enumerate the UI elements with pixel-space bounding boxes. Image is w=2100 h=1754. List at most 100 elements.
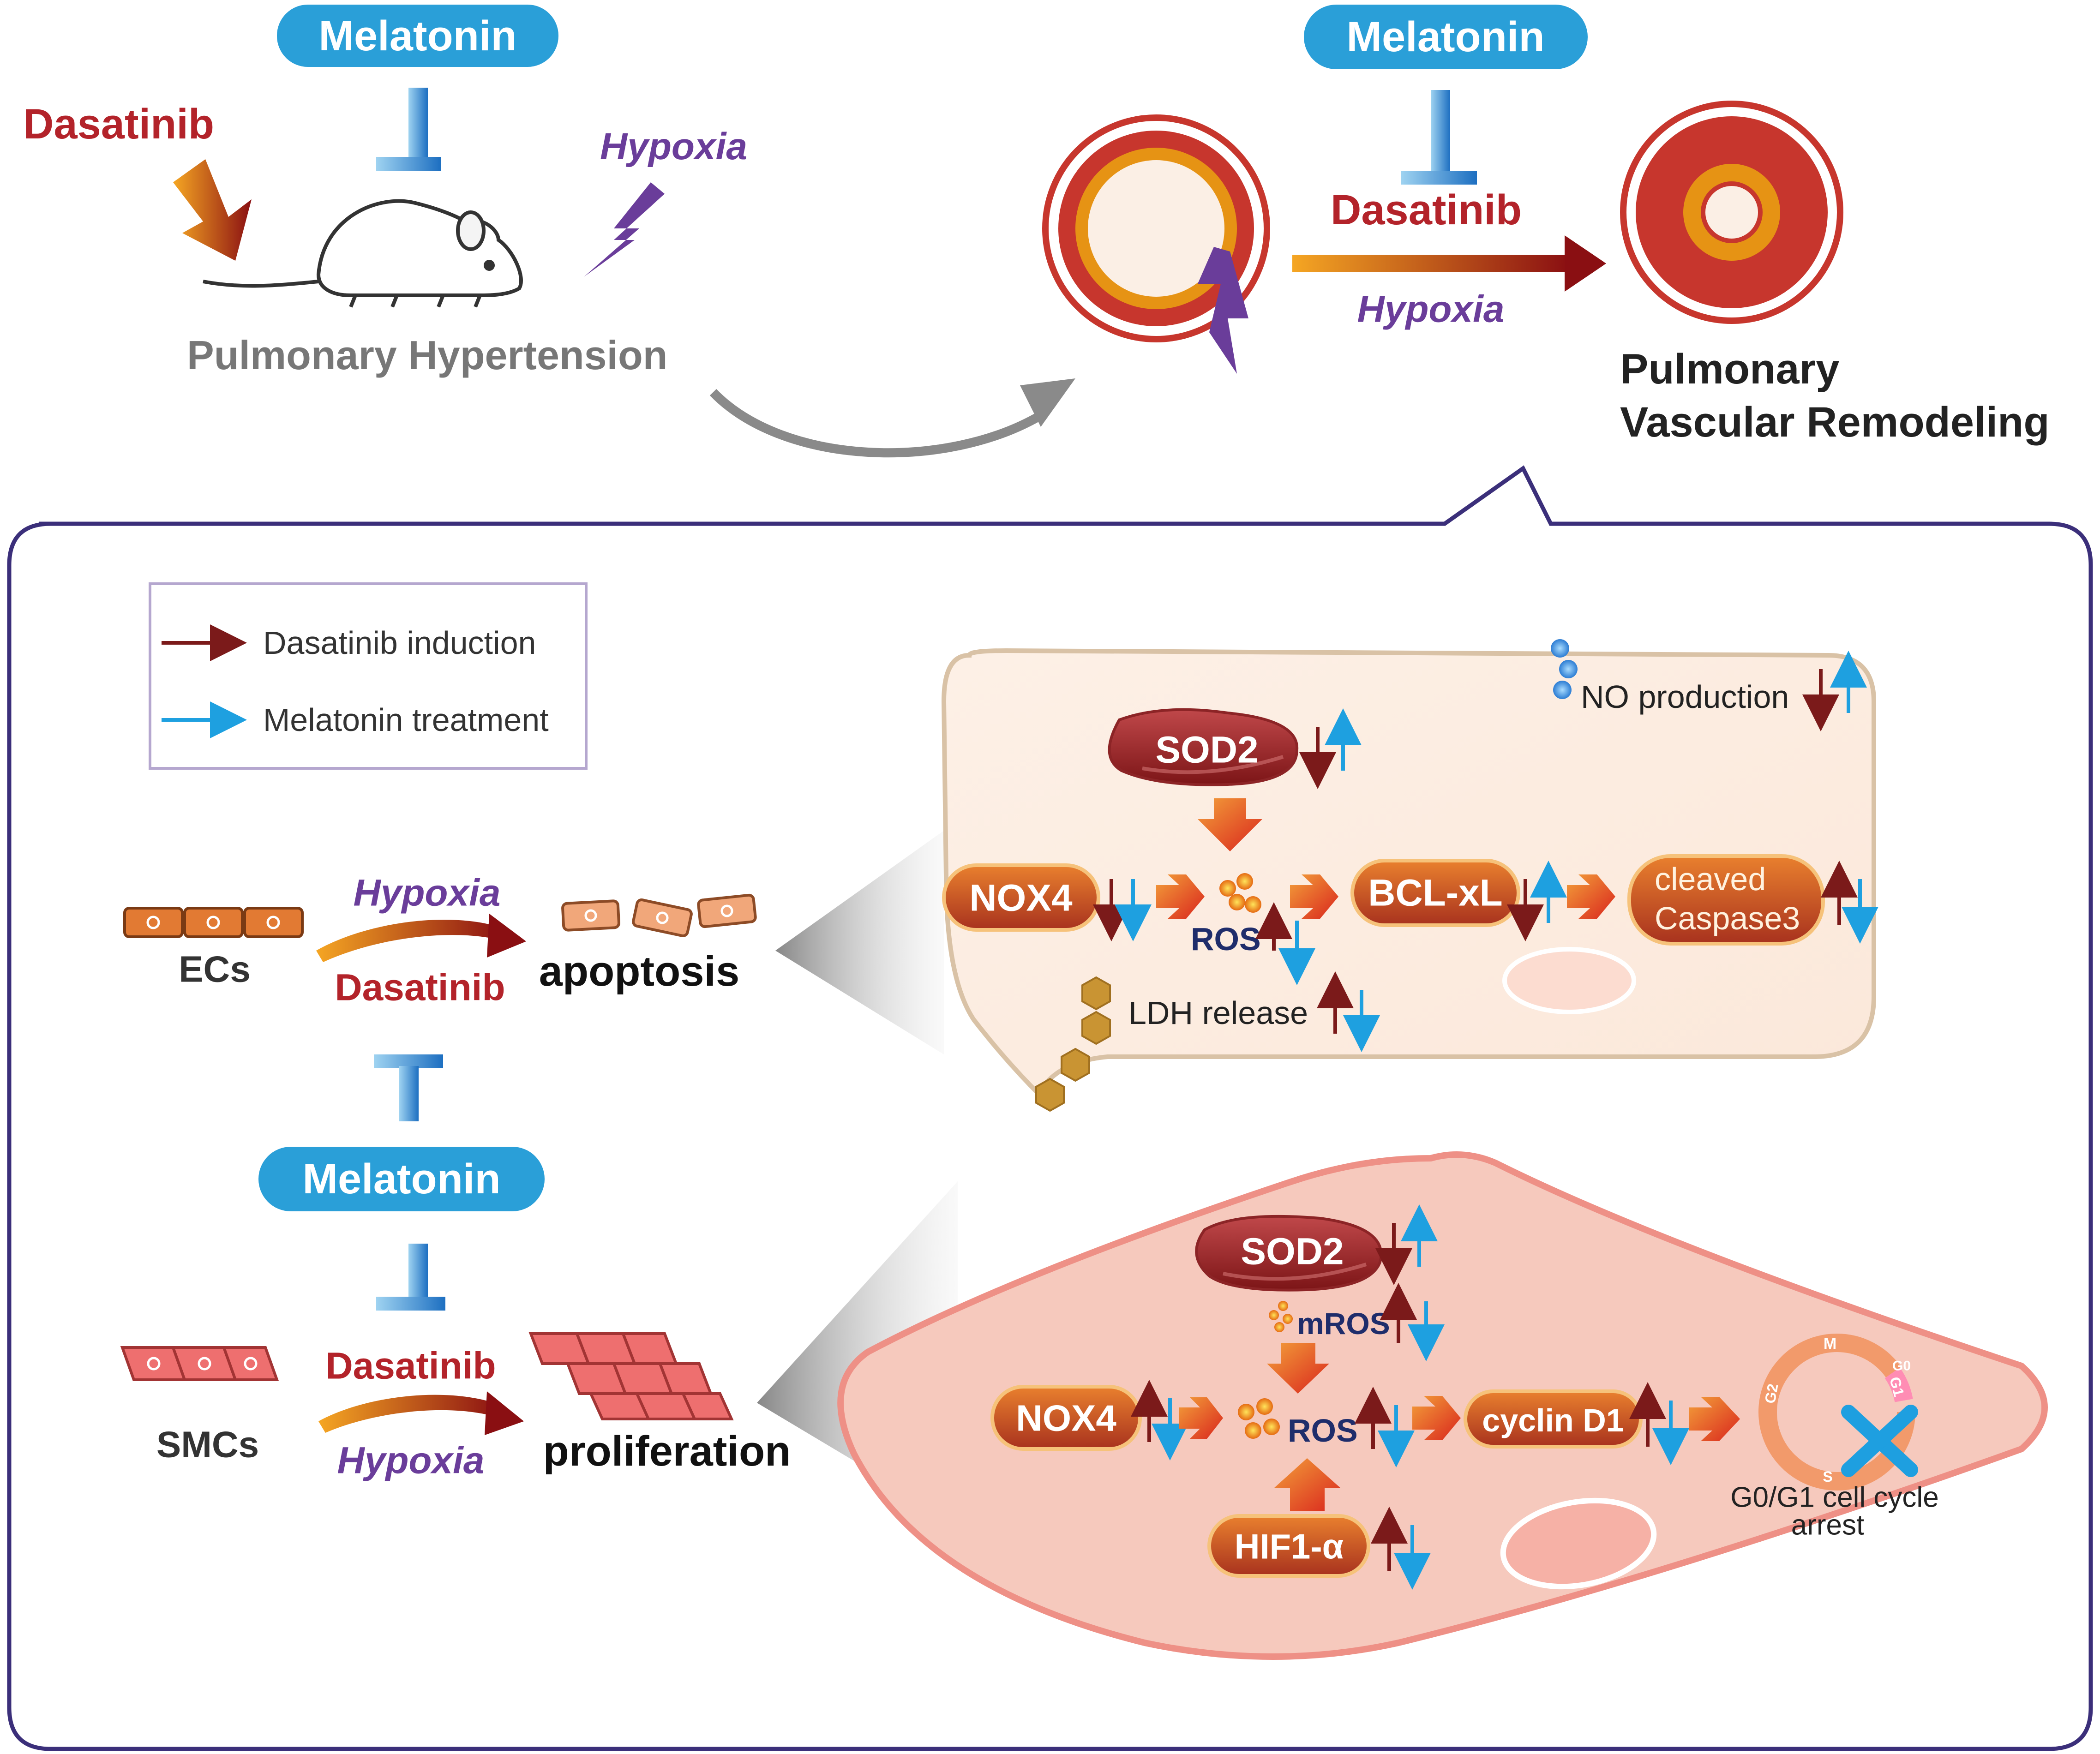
smc-nox4-label: NOX4 — [1016, 1398, 1116, 1439]
smc-mros-to-ros-arrow — [1267, 1343, 1329, 1394]
smc-cyclin-pill: cyclin D1 — [1464, 1389, 1643, 1449]
smc-ros-to-cyclin-arrow — [1412, 1396, 1461, 1440]
smc-outcome-label: proliferation — [543, 1428, 791, 1475]
smc-hif-to-ros-arrow — [1274, 1458, 1341, 1511]
melatonin-badge-middle: Melatonin — [258, 1147, 545, 1211]
smc-cells-label: SMCs — [156, 1424, 259, 1465]
smc-curved-arrow — [318, 1391, 524, 1435]
proliferating-cells-icon — [528, 1332, 734, 1420]
dasatinib-arrow-icon — [173, 159, 252, 261]
apoptotic-cells-icon — [561, 893, 757, 937]
smc-cells-icon — [120, 1346, 279, 1381]
remodel-arrow — [1292, 235, 1606, 292]
smc-sod2-label: SOD2 — [1241, 1231, 1344, 1273]
ec-casp-arrows — [1821, 861, 1878, 944]
smc-nox4-pill: NOX4 — [990, 1385, 1142, 1451]
ec-cell-detail: NO production SOD2 NOX4 — [941, 639, 1878, 1112]
ec-row: ECs Hypoxia Dasatinib apoptosis — [123, 872, 757, 1009]
ec-nox4-pill: NOX4 — [942, 863, 1100, 932]
remodel-title-line2: Vascular Remodeling — [1620, 399, 2050, 446]
arrest-x-icon — [1841, 1405, 1918, 1477]
ec-nox4-label: NOX4 — [969, 877, 1073, 919]
ec-cells-icon — [123, 907, 304, 938]
main-panel-frame — [7, 465, 2093, 1751]
cycle-m-label: M — [1824, 1335, 1836, 1353]
pulmonary-hypertension-label: Pulmonary Hypertension — [187, 332, 668, 378]
ec-bcl-arrows — [1507, 861, 1567, 941]
ec-bcl-to-casp-arrow — [1567, 874, 1615, 919]
smc-row: Melatonin SMCs Dasatinib Hypoxia — [120, 1147, 791, 1482]
melatonin-label: Melatonin — [1346, 13, 1544, 60]
ec-casp-line1: cleaved — [1655, 861, 1766, 897]
smc-cell-detail: SOD2 mROS NOX4 — [837, 1151, 2048, 1660]
legend: Dasatinib induction Melatonin treatment — [149, 582, 588, 770]
ec-bcl-label: BCL-xL — [1368, 872, 1503, 914]
smc-sod2-mitochondrion: SOD2 — [1195, 1215, 1383, 1292]
smc-cyclin-to-cycle-arrow — [1689, 1397, 1740, 1441]
ec-ldh-arrows — [1317, 971, 1380, 1052]
smc-nucleus — [1500, 1497, 1657, 1590]
dasatinib-label: Dasatinib — [23, 101, 214, 148]
no-molecules-icon — [1551, 639, 1578, 699]
ec-ros-particles-icon — [1219, 873, 1261, 913]
smc-cyclin-label: cyclin D1 — [1482, 1402, 1624, 1438]
ec-nox4-arrows — [1093, 879, 1152, 941]
smc-ros-particles-icon — [1238, 1398, 1280, 1439]
melatonin-badge-top-right: Melatonin — [1304, 5, 1588, 69]
ec-nucleus — [1502, 947, 1636, 1014]
ec-sod2-to-ros-arrow — [1198, 798, 1262, 851]
ec-ros-label: ROS — [1191, 921, 1261, 957]
remodel-title-line1: Pulmonary — [1620, 346, 1839, 393]
ec-sod2-label: SOD2 — [1155, 729, 1258, 771]
ec-hypoxia-label: Hypoxia — [354, 872, 501, 914]
smc-arrest-line1: G0/G1 cell cycle — [1730, 1482, 1938, 1514]
inhibit-t-lower — [376, 1244, 445, 1311]
ec-outcome-label: apoptosis — [539, 948, 739, 995]
ec-cells-label: ECs — [179, 949, 251, 990]
inhibit-t-middle — [374, 1054, 443, 1121]
top-right-panel: Melatonin Dasatinib Hypoxia Pulmonary Va… — [1042, 5, 2050, 446]
smc-hif-arrows — [1371, 1507, 1431, 1590]
ec-nox4-to-ros-arrow — [1156, 874, 1205, 919]
ec-bcl-pill: BCL-xL — [1350, 859, 1520, 927]
ec-no-arrows — [1802, 651, 1867, 731]
melatonin-label: Melatonin — [318, 12, 516, 60]
smc-sod2-arrows — [1375, 1204, 1438, 1285]
smc-hif-pill: HIF1-α — [1207, 1514, 1370, 1578]
cycle-g2-label: G2 — [1762, 1383, 1782, 1405]
ec-ldh-label: LDH release — [1128, 995, 1308, 1031]
ec-sod2-mitochondrion: SOD2 — [1108, 708, 1299, 786]
hypoxia-label: Hypoxia — [1357, 288, 1505, 330]
smc-nox4-arrows — [1131, 1380, 1188, 1461]
smc-nox4-to-ros-arrow — [1179, 1397, 1223, 1439]
ec-dasatinib-label: Dasatinib — [335, 967, 505, 1009]
ec-ros-to-bcl-arrow — [1290, 874, 1338, 919]
inhibit-t-top-left — [376, 88, 441, 171]
ec-curved-arrow — [316, 914, 526, 962]
smc-mros-label: mROS — [1297, 1306, 1390, 1341]
smc-arrest-line2: arrest — [1791, 1509, 1864, 1541]
smc-dasatinib-label: Dasatinib — [325, 1345, 496, 1387]
curved-transition-arrow — [709, 378, 1075, 458]
ldh-molecules-icon — [1035, 976, 1111, 1112]
cycle-s-label: S — [1823, 1468, 1832, 1485]
remodeled-vessel — [1620, 101, 1843, 324]
hypoxia-label: Hypoxia — [600, 126, 747, 168]
mros-particles-icon — [1269, 1301, 1293, 1332]
ec-ros-arrows — [1255, 902, 1315, 985]
smc-hypoxia-label: Hypoxia — [337, 1440, 485, 1482]
ec-no-label: NO production — [1581, 679, 1789, 715]
smc-ros-label: ROS — [1288, 1413, 1358, 1449]
cycle-g0-label: G0 — [1892, 1359, 1911, 1374]
ec-caspase-pill: cleaved Caspase3 — [1627, 854, 1825, 946]
ec-zoom-shade — [775, 831, 944, 1054]
mouse-icon — [203, 199, 523, 308]
smc-cyclin-arrows — [1629, 1382, 1689, 1465]
melatonin-label: Melatonin — [302, 1155, 500, 1203]
dasatinib-label: Dasatinib — [1331, 186, 1522, 233]
inhibit-t-top-right — [1401, 90, 1477, 185]
top-left-panel: Melatonin Dasatinib Hypoxia Pulmonary Hy… — [23, 5, 1075, 458]
ec-sod2-arrows — [1299, 708, 1362, 789]
lightning-bolt-icon — [584, 182, 665, 277]
